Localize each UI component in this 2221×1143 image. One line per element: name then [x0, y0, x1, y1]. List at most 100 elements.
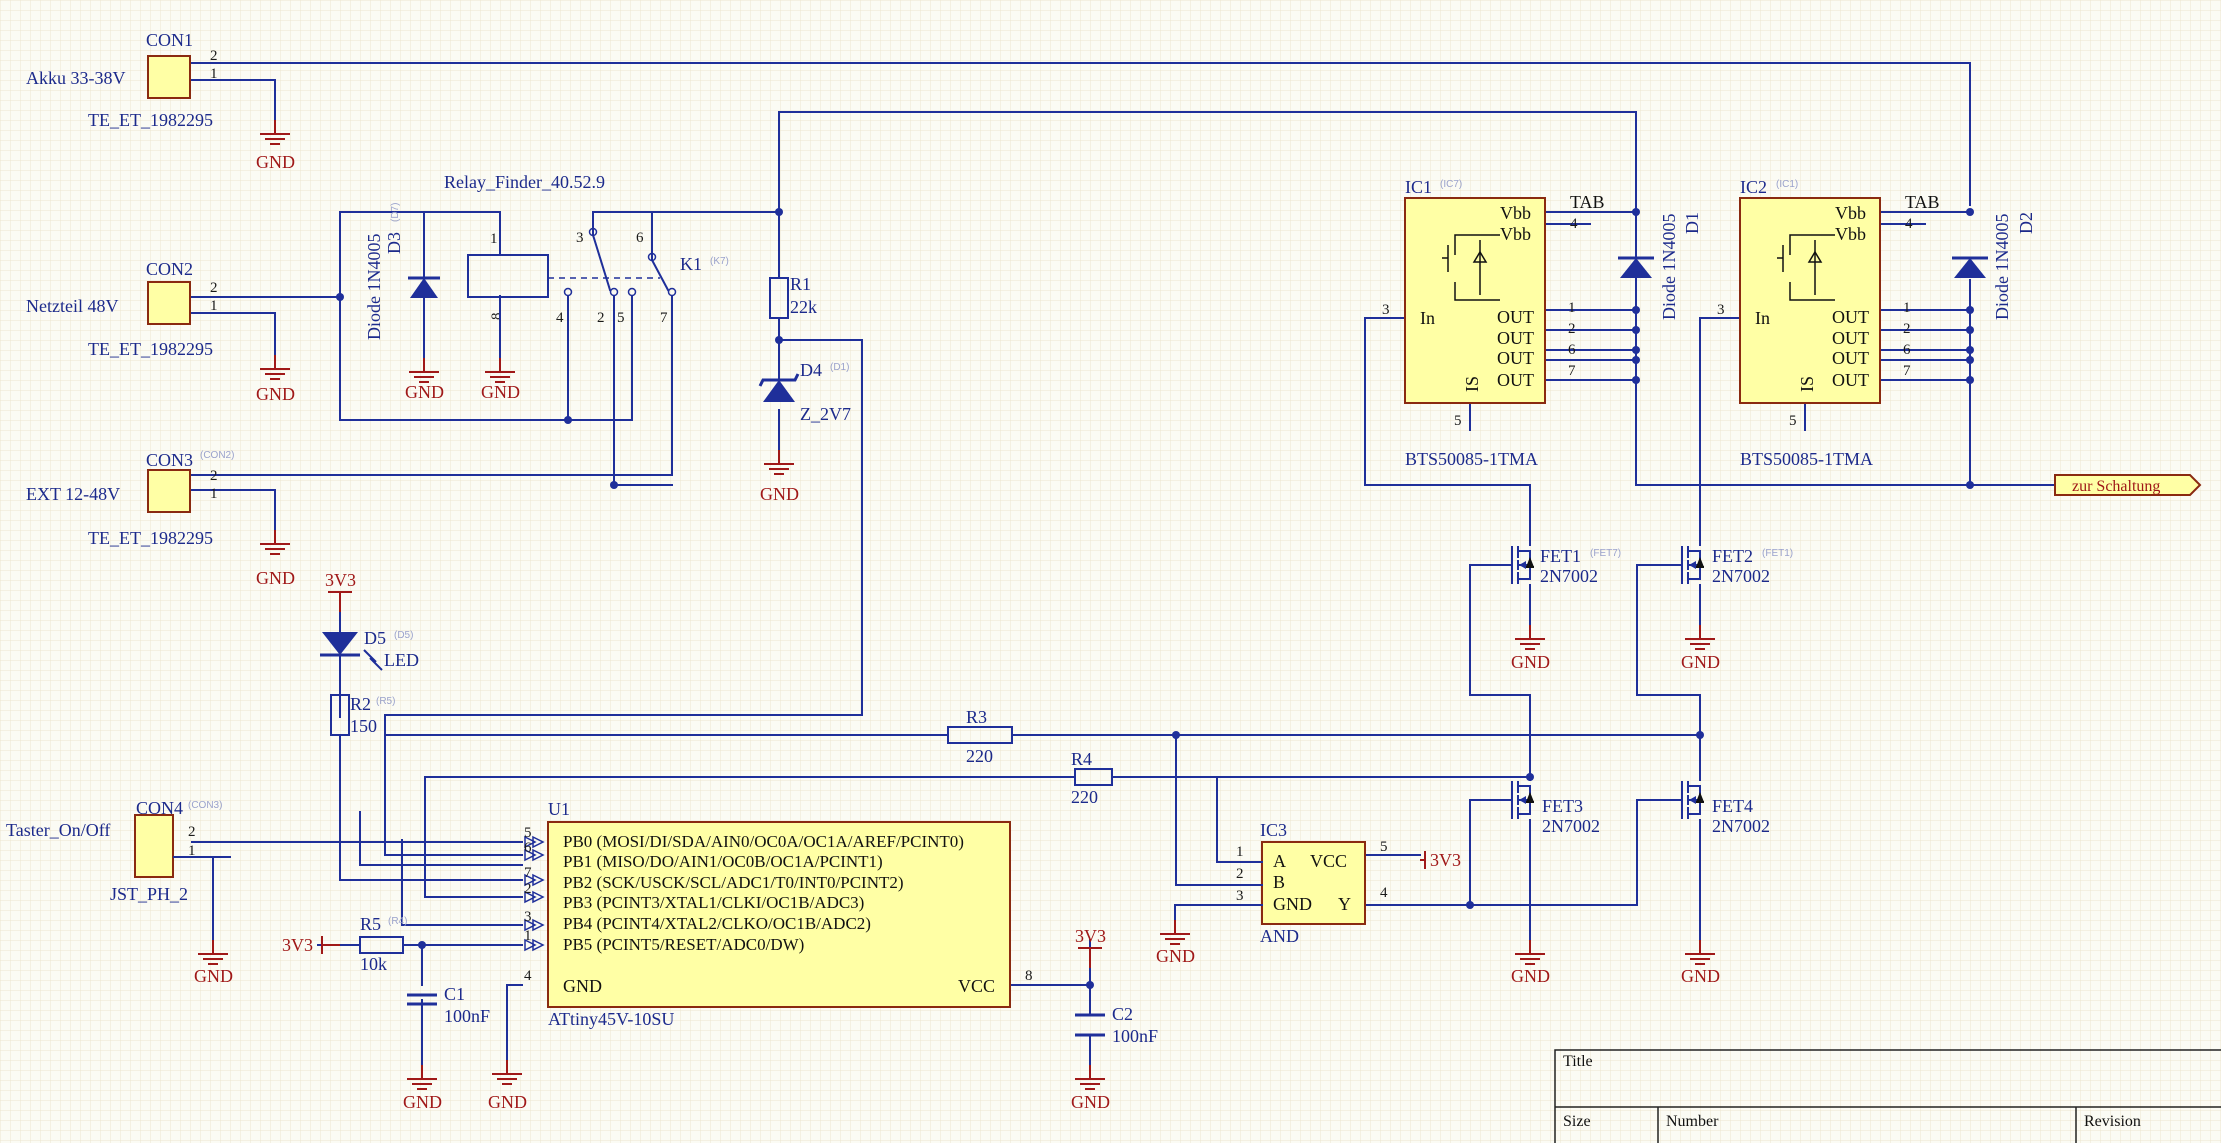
svg-text:7: 7	[1568, 363, 1576, 379]
diode-d1[interactable]: Diode 1N4005 D1	[1618, 212, 1702, 320]
resistor-r4[interactable]: R4 220	[1071, 749, 1113, 807]
svg-text:OUT: OUT	[1497, 328, 1534, 348]
relay-part: Relay_Finder_40.52.9	[444, 172, 605, 192]
size-label: Size	[1563, 1113, 1591, 1130]
svg-text:6: 6	[1568, 342, 1576, 358]
resistor-r5[interactable]: R5 (R4) 10k	[359, 914, 407, 974]
junctions	[336, 208, 1974, 989]
svg-text:Y: Y	[1338, 894, 1351, 914]
r2-ref: R2	[350, 694, 371, 714]
svg-text:5: 5	[1454, 413, 1462, 429]
svg-text:In: In	[1755, 308, 1770, 328]
svg-text:4: 4	[1570, 216, 1578, 232]
svg-text:GND: GND	[488, 1092, 527, 1112]
fet4[interactable]: FET4 2N7002	[1663, 781, 1770, 836]
svg-text:1: 1	[1903, 300, 1911, 316]
con2-ref: CON2	[146, 259, 193, 279]
svg-text:3: 3	[1717, 302, 1725, 318]
svg-text:GND: GND	[1511, 652, 1550, 672]
svg-text:8: 8	[489, 313, 505, 321]
resistor-r1[interactable]: R1 22k	[769, 274, 817, 319]
svg-text:GND: GND	[1681, 652, 1720, 672]
svg-text:TAB: TAB	[1905, 192, 1940, 212]
ic3-and-gate[interactable]: IC3 AND A B GND VCC Y 123 54	[1229, 820, 1388, 946]
r1-value: 22k	[790, 297, 817, 317]
capacitor-c1[interactable]: C1 100nF	[407, 984, 490, 1026]
fet3-ref: FET3	[1542, 796, 1583, 816]
svg-text:3: 3	[1236, 888, 1244, 904]
connector-con4[interactable]: CON4 (CON3) Taster_On/Off JST_PH_2 21	[6, 798, 222, 941]
ic3-part: AND	[1260, 926, 1299, 946]
svg-text:6: 6	[636, 230, 644, 246]
svg-text:1: 1	[524, 928, 532, 944]
svg-text:OUT: OUT	[1497, 348, 1534, 368]
svg-text:6: 6	[1903, 342, 1911, 358]
zener-d4[interactable]: D4 (D1) Z_2V7	[758, 360, 851, 424]
d2-part: Diode 1N4005	[1992, 214, 2012, 321]
svg-text:3V3: 3V3	[1075, 926, 1106, 946]
ic3-ref: IC3	[1260, 820, 1287, 840]
led-d5[interactable]: D5 (D5) LED	[320, 628, 419, 671]
u1-attiny45[interactable]: U1 ATtiny45V-10SU PB0 (MOSI/DI/SDA/AIN0/…	[524, 799, 1033, 1029]
fet3[interactable]: FET3 2N7002	[1493, 781, 1600, 836]
u1-part: ATtiny45V-10SU	[548, 1009, 674, 1029]
c1-ref: C1	[444, 984, 465, 1004]
svg-text:1: 1	[210, 66, 218, 82]
svg-text:OUT: OUT	[1832, 328, 1869, 348]
svg-text:GND: GND	[1273, 894, 1312, 914]
connector-con1[interactable]: CON1 Akku 33-38V TE_ET_1982295 21	[26, 30, 218, 130]
ic2-ref: IC2	[1740, 177, 1767, 197]
d1-part: Diode 1N4005	[1659, 214, 1679, 321]
d5-ref: D5	[364, 628, 386, 648]
fet2[interactable]: FET2 (FET1) 2N7002	[1663, 546, 1793, 586]
svg-text:VCC: VCC	[1310, 851, 1347, 871]
c2-value: 100nF	[1112, 1026, 1158, 1046]
svg-text:2: 2	[597, 310, 605, 326]
svg-text:4: 4	[1380, 885, 1388, 901]
diode-d3[interactable]: Diode 1N4005 D3 (D7)	[364, 203, 440, 340]
capacitor-c2[interactable]: C2 100nF	[1075, 1004, 1158, 1046]
svg-text:B: B	[1273, 872, 1285, 892]
svg-text:Vbb: Vbb	[1835, 224, 1866, 244]
svg-text:GND: GND	[1156, 946, 1195, 966]
u1-pin-pb1: PB1 (MISO/DO/AIN1/OC0B/OC1A/PCINT1)	[563, 852, 883, 871]
svg-text:1: 1	[210, 298, 218, 314]
revision-label: Revision	[2084, 1113, 2141, 1130]
d3-part: Diode 1N4005	[364, 234, 384, 341]
fet4-part: 2N7002	[1712, 816, 1770, 836]
svg-text:OUT: OUT	[1497, 307, 1534, 327]
svg-text:3V3: 3V3	[1430, 850, 1461, 870]
svg-text:4: 4	[1905, 216, 1913, 232]
svg-text:GND: GND	[760, 484, 799, 504]
con3-designator: (CON2)	[200, 450, 234, 461]
connector-con2[interactable]: CON2 Netzteil 48V TE_ET_1982295 21	[26, 259, 218, 359]
svg-text:7: 7	[524, 865, 532, 881]
svg-text:2: 2	[1903, 321, 1911, 337]
con1-ref: CON1	[146, 30, 193, 50]
d1-ref: D1	[1682, 212, 1702, 234]
r3-value: 220	[966, 746, 993, 766]
resistor-r2[interactable]: R2 (R5) 150	[330, 694, 395, 736]
diode-d2[interactable]: Diode 1N4005 D2	[1952, 212, 2036, 320]
ic1-part: BTS50085-1TMA	[1405, 449, 1538, 469]
svg-text:Vbb: Vbb	[1835, 203, 1866, 223]
con4-part: JST_PH_2	[110, 884, 188, 904]
ic1-high-side-switch[interactable]: IC1 (IC7) Vbb Vbb TAB 4 In 3 OUT OUT OUT…	[1382, 177, 1605, 469]
svg-text:OUT: OUT	[1832, 370, 1869, 390]
d5-part: LED	[384, 650, 419, 670]
con2-net: Netzteil 48V	[26, 296, 118, 316]
d4-designator: (D1)	[830, 362, 849, 373]
resistor-r3[interactable]: R3 220	[947, 707, 1013, 766]
svg-text:Vbb: Vbb	[1500, 224, 1531, 244]
ic2-high-side-switch[interactable]: IC2 (IC1) Vbb Vbb TAB 4 In 3 OUT OUT OUT…	[1717, 177, 1940, 469]
c2-ref: C2	[1112, 1004, 1133, 1024]
d4-ref: D4	[800, 360, 822, 380]
svg-text:A: A	[1273, 851, 1286, 871]
connector-con3[interactable]: CON3 (CON2) EXT 12-48V TE_ET_1982295 21	[26, 450, 234, 548]
ic1-ref: IC1	[1405, 177, 1432, 197]
con1-part: TE_ET_1982295	[88, 110, 213, 130]
fet1[interactable]: FET1 (FET7) 2N7002	[1493, 546, 1621, 586]
net-port-zur-schaltung[interactable]: zur Schaltung	[2054, 474, 2202, 496]
u1-pin-pb4: PB4 (PCINT4/XTAL2/CLKO/OC1B/ADC2)	[563, 914, 871, 933]
